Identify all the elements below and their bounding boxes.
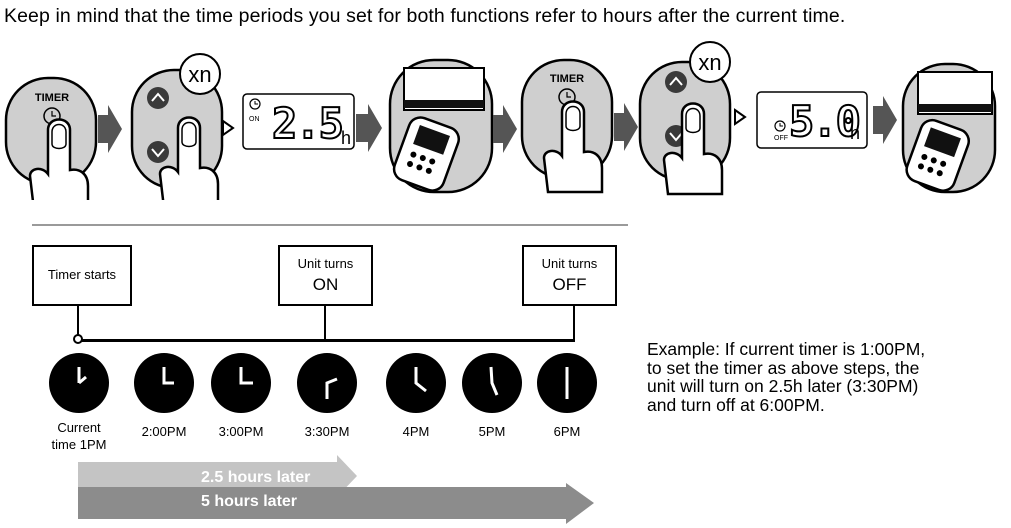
off-label: OFF <box>552 275 587 294</box>
svg-text:h: h <box>341 128 351 148</box>
clock-label-3pm: 3:00PM <box>218 424 264 439</box>
timer-starts-label: Timer starts <box>47 267 117 282</box>
on-label: ON <box>312 275 339 294</box>
timer-steps-illustration: TIMER xn ON 2.5 h <box>4 41 997 200</box>
arrow-long-label: 5 hours later <box>201 493 298 510</box>
unit-remote-panel-2 <box>901 62 997 194</box>
step-arrow-1 <box>98 105 122 153</box>
arrow-5-hours <box>78 483 594 524</box>
up-button-icon <box>147 87 169 109</box>
duration-arrows <box>78 455 594 524</box>
unit-remote-panel-1 <box>388 58 494 194</box>
unit-off-box: Unit turns OFF <box>522 245 617 306</box>
svg-text:ON: ON <box>249 116 260 123</box>
clock-icon-on <box>249 98 261 110</box>
arrow-2-5-hours <box>78 455 357 497</box>
start-connector <box>77 305 79 339</box>
step-arrow-3 <box>356 104 382 152</box>
clock-label-4pm: 4PM <box>402 424 430 439</box>
clock-6pm-icon <box>537 353 597 413</box>
timeline-start-dot <box>73 334 83 344</box>
svg-text:h: h <box>850 123 860 143</box>
xn-text-1: xn <box>188 62 211 87</box>
step-arrow-5 <box>614 103 638 151</box>
svg-text:OFF: OFF <box>774 135 788 142</box>
clock-label-330pm: 3:30PM <box>304 424 350 439</box>
intro-text: Keep in mind that the time periods you s… <box>4 5 846 27</box>
lcd-display-off: OFF 5.0 h <box>756 91 868 149</box>
lcd-display-on: ON 2.5 h <box>242 93 355 150</box>
clock-4pm-icon <box>386 353 446 413</box>
unit-on-box: Unit turns ON <box>278 245 373 306</box>
clock-label-2pm: 2:00PM <box>141 424 187 439</box>
off-connector <box>573 305 575 341</box>
step-timer-panel-1: TIMER <box>4 76 98 200</box>
timer-starts-box: Timer starts <box>32 245 132 306</box>
timer-text-1: TIMER <box>35 92 69 104</box>
clock-5pm-icon <box>462 353 522 413</box>
timeline-line <box>80 339 575 342</box>
step-timer-panel-2: TIMER <box>520 58 614 194</box>
clock-330pm-icon <box>297 353 357 413</box>
clock-3pm-icon <box>211 353 271 413</box>
example-text: Example: If current timer is 1:00PM, to … <box>647 339 926 415</box>
timer-text-2: TIMER <box>550 73 584 85</box>
clock-label-current: Current time 1PM <box>51 420 107 452</box>
down-button-icon <box>147 141 169 163</box>
step-adjust-panel-2: xn <box>638 41 732 196</box>
clock-label-6pm: 6PM <box>553 424 581 439</box>
clock-label-5pm: 5PM <box>478 424 506 439</box>
xn-text-2: xn <box>698 50 721 75</box>
step-arrow-7 <box>873 96 897 144</box>
step-arrow-6 <box>734 108 747 126</box>
step-arrow-2 <box>222 119 235 137</box>
step-arrow-4 <box>493 105 517 153</box>
section-divider <box>32 224 628 226</box>
clock-2pm-icon <box>134 353 194 413</box>
clock-icon-off <box>774 120 786 132</box>
svg-text:5.0: 5.0 <box>789 97 859 146</box>
up-button-icon-2 <box>665 71 687 93</box>
clock-1pm-icon <box>49 353 109 413</box>
step-adjust-panel-1: xn <box>130 53 224 200</box>
on-connector <box>324 305 326 340</box>
arrow-short-label: 2.5 hours later <box>201 469 311 486</box>
svg-text:2.5: 2.5 <box>272 99 342 148</box>
